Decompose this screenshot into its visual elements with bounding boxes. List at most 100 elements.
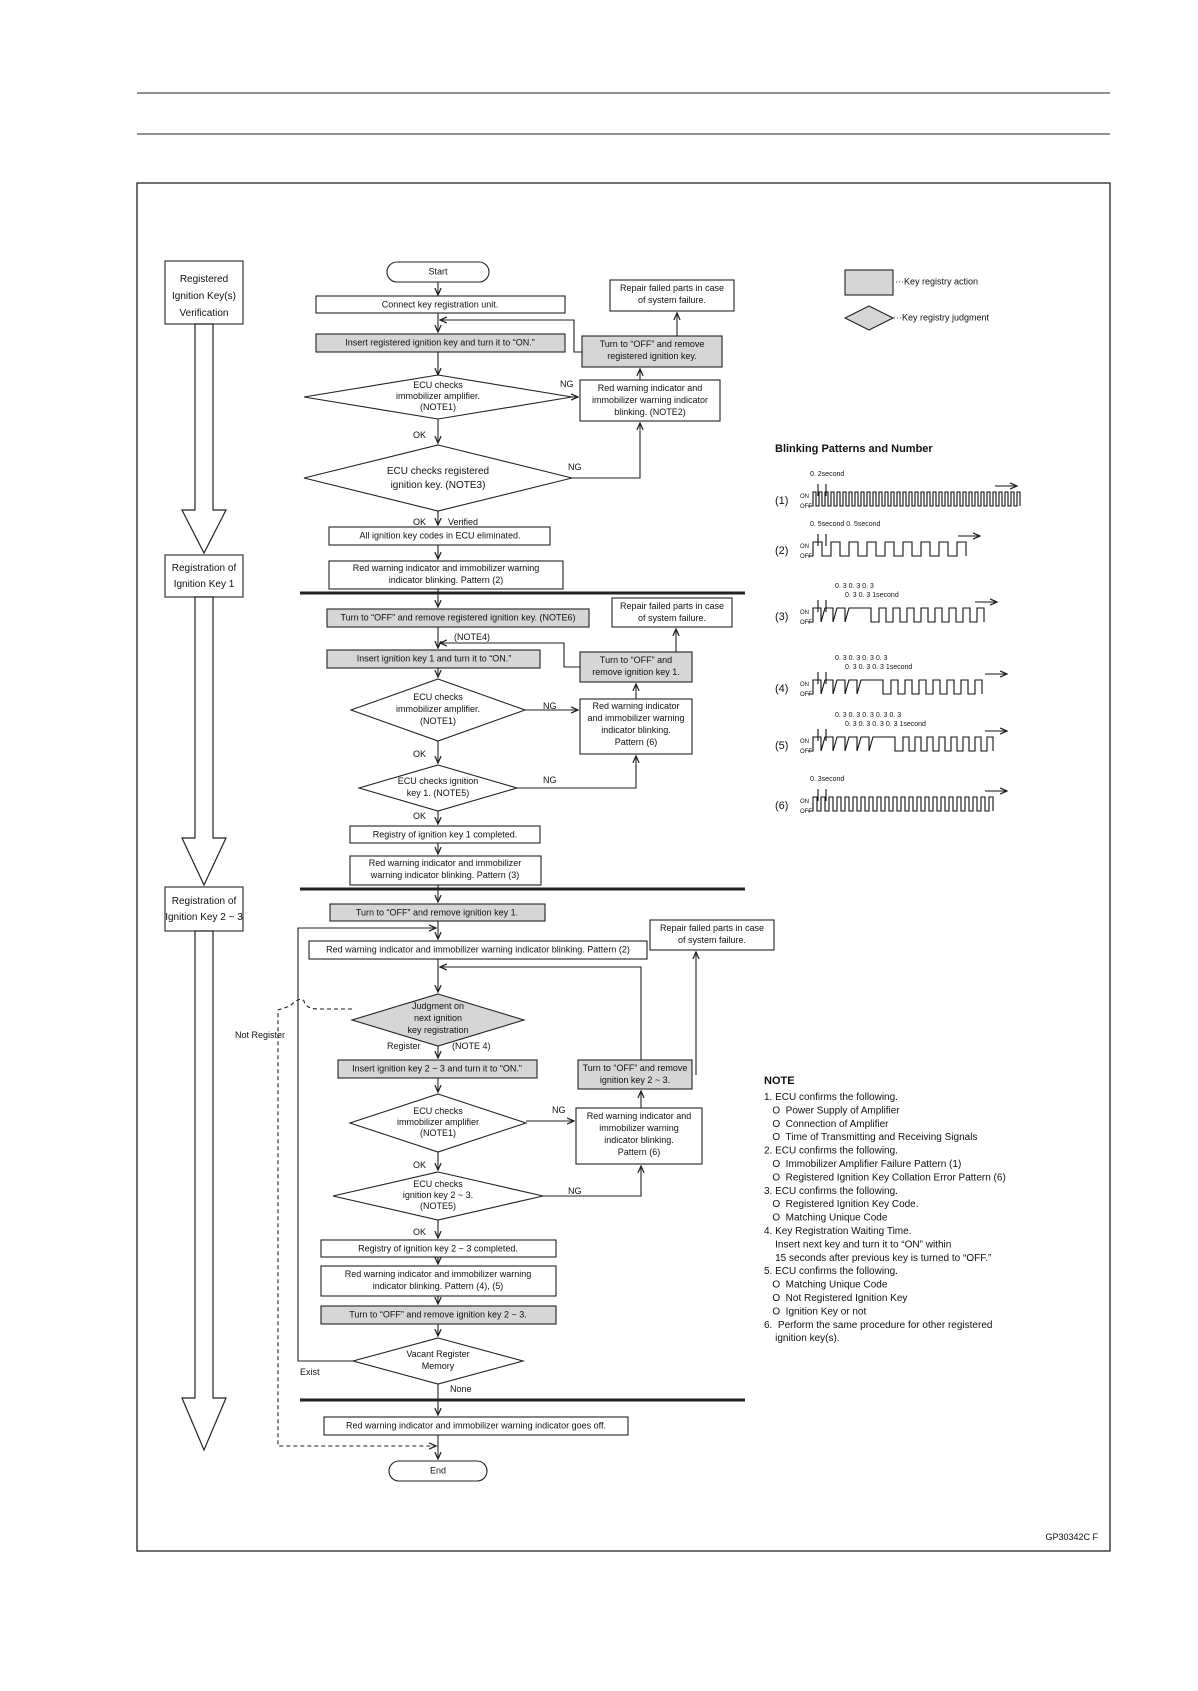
turn-off-registered-key-box <box>581 335 723 368</box>
blink-pattern-p5-timing2: 0. 3 0. 3 0. 3 0. 3 1second <box>845 721 926 728</box>
blink-pattern-p5-label: (5) <box>775 740 788 752</box>
repair-box-1 <box>609 279 735 312</box>
red-blink-note2-box <box>579 379 721 422</box>
turn-off-note6-label: Turn to “OFF” and remove registered igni… <box>340 612 575 622</box>
blink-off-label: OFF <box>800 749 812 755</box>
ng-label-1: NG <box>560 379 574 389</box>
figure-code: GP30342C F <box>1045 1532 1098 1542</box>
blink-on-label: ON <box>800 739 809 745</box>
blink-on-label: ON <box>800 494 809 500</box>
goes-off-box <box>323 1416 629 1436</box>
blink-pattern-p3-waveform <box>808 607 985 623</box>
note-title: NOTE <box>764 1075 795 1087</box>
blink-pattern-p6-timing: 0. 3second <box>810 776 844 783</box>
blink-on-label: ON <box>800 544 809 550</box>
not-register-dashed-path <box>277 998 436 1446</box>
red-blink-p2b-label: Red warning indicator and immobilizer wa… <box>326 944 630 954</box>
note-line: Insert next key and turn it to “ON” with… <box>764 1239 951 1250</box>
note-line: 3. ECU confirms the following. <box>764 1186 898 1197</box>
ng-label-3: NG <box>543 701 557 711</box>
note-line: O Registered Ignition Key Code. <box>764 1199 919 1210</box>
note-list: 1. ECU confirms the following. O Power S… <box>764 1092 1006 1344</box>
blink-on-label: ON <box>800 610 809 616</box>
key1-completed-box <box>349 825 541 844</box>
ok-label-3: OK <box>413 749 426 759</box>
red-blink-p6a-box <box>579 698 693 755</box>
repair-box-2 <box>611 597 733 628</box>
ok-label-4: OK <box>413 811 426 821</box>
blink-pattern-p2-waveform <box>808 541 967 557</box>
ok-label-2: OK <box>413 517 426 527</box>
note4b-label: (NOTE 4) <box>452 1041 491 1051</box>
note-line: O Registered Ignition Key Collation Erro… <box>764 1172 1006 1183</box>
phase-box-verification <box>164 260 244 325</box>
blink-pattern-p1-timing: 0. 2second <box>810 471 844 478</box>
red-blink-p45-label: Red warning indicator and immobilizer wa… <box>345 1269 532 1291</box>
end-terminal <box>388 1460 488 1482</box>
blink-pattern-p2-timing: 0. 5second 0. 5second <box>810 521 881 528</box>
end-label: End <box>430 1465 446 1475</box>
blink-pattern-p4-timing: 0. 3 0. 3 0. 3 0. 3 <box>835 655 888 662</box>
blink-pattern-p1-waveform <box>808 491 1021 507</box>
blink-pattern-p6-label: (6) <box>775 800 788 812</box>
note-line: 5. ECU confirms the following. <box>764 1266 898 1277</box>
legend-action-swatch <box>844 269 894 296</box>
blink-pattern-p4-waveform <box>808 679 983 695</box>
blink-pattern-p6-waveform <box>808 796 994 812</box>
exist-label: Exist <box>300 1367 320 1377</box>
turn-off-key1-remove-box <box>579 651 693 683</box>
blink-off-label: OFF <box>800 809 812 815</box>
note-line: O Not Registered Ignition Key <box>764 1293 907 1304</box>
phase-box-key1 <box>164 554 244 598</box>
note4-label: (NOTE4) <box>454 632 490 642</box>
all-codes-eliminated-label: All ignition key codes in ECU eliminated… <box>359 530 520 540</box>
blink-off-label: OFF <box>800 692 812 698</box>
note-line: 4. Key Registration Waiting Time. <box>764 1226 911 1237</box>
note-line: 6. Perform the same procedure for other … <box>764 1320 992 1331</box>
red-blink-p2-box <box>328 560 564 590</box>
turn-off-key23-label: Turn to “OFF” and remove ignition key 2 … <box>349 1309 527 1319</box>
note-line: O Matching Unique Code <box>764 1213 888 1224</box>
legend-judgment-label: ···Key registry judgment <box>893 312 990 322</box>
key23-completed-label: Registry of ignition key 2 ~ 3 completed… <box>358 1243 518 1253</box>
ok-label-6: OK <box>413 1227 426 1237</box>
blink-pattern-p3-timing2: 0. 3 0. 3 1second <box>845 592 899 599</box>
ng-label-6: NG <box>568 1186 582 1196</box>
blink-on-label: ON <box>800 799 809 805</box>
red-blink-p3-box <box>349 855 542 886</box>
legend-action-label: ···Key registry action <box>895 276 978 286</box>
connect-box <box>315 295 566 314</box>
note-line: O Immobilizer Amplifier Failure Pattern … <box>764 1159 961 1170</box>
not-register-label: Not Register <box>235 1030 285 1040</box>
insert-key23-label: Insert ignition key 2 ~ 3 and turn it to… <box>352 1063 522 1073</box>
verified-label: Verified <box>448 517 478 527</box>
goes-off-label: Red warning indicator and immobilizer wa… <box>346 1420 606 1430</box>
blink-on-label: ON <box>800 682 809 688</box>
note-line: O Connection of Amplifier <box>764 1119 889 1130</box>
blink-pattern-p4-timing2: 0. 3 0. 3 0. 3 1second <box>845 664 912 671</box>
insert-registered-key-label: Insert registered ignition key and turn … <box>345 337 535 347</box>
turn-off-key1-label: Turn to “OFF” and remove ignition key 1. <box>356 907 518 917</box>
insert-key1-label: Insert ignition key 1 and turn it to “ON… <box>357 653 512 663</box>
note-line: O Matching Unique Code <box>764 1280 888 1291</box>
phase-arrow-verification <box>181 323 227 555</box>
blink-pattern-p5-waveform <box>808 736 994 752</box>
